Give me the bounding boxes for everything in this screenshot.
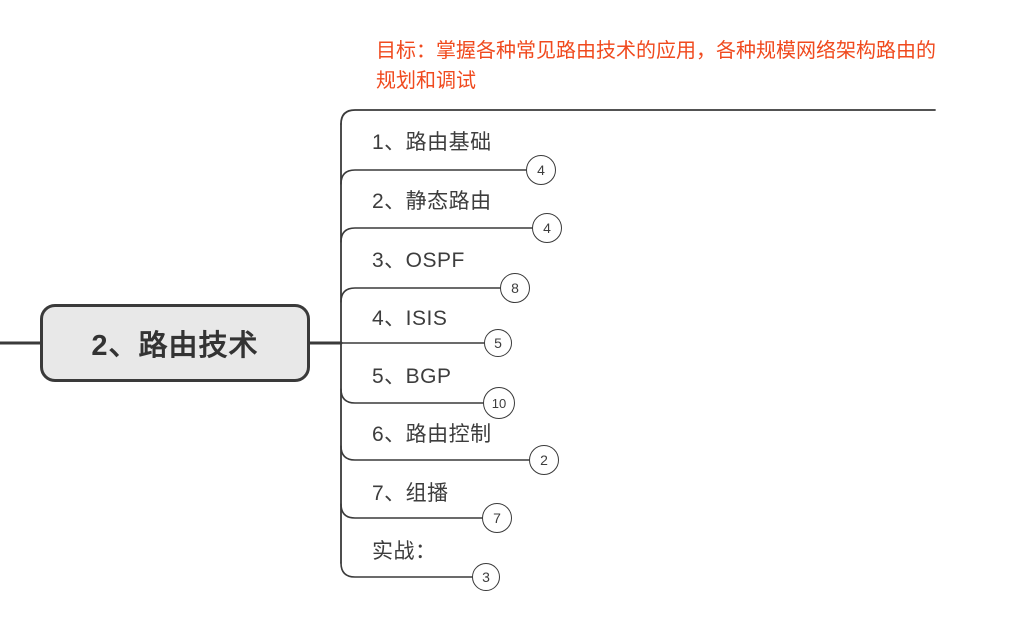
branch-label-2[interactable]: 2、静态路由 — [372, 190, 492, 213]
branch-count-badge-4[interactable]: 5 — [484, 329, 512, 357]
branch-label-4[interactable]: 4、ISIS — [372, 307, 448, 330]
branch-label-1[interactable]: 1、路由基础 — [372, 131, 492, 154]
root-node-label: 2、路由技术 — [91, 330, 259, 362]
branch-label-8[interactable]: 实战： — [372, 540, 437, 563]
branch-label-5[interactable]: 5、BGP — [372, 365, 452, 388]
branch-count-badge-7[interactable]: 7 — [482, 503, 512, 533]
branch-count-badge-8[interactable]: 3 — [472, 563, 500, 591]
branch-count-badge-1[interactable]: 4 — [526, 155, 556, 185]
branch-label-3[interactable]: 3、OSPF — [372, 249, 465, 272]
branch-count-badge-3[interactable]: 8 — [500, 273, 530, 303]
branch-label-7[interactable]: 7、组播 — [372, 482, 449, 505]
branch-count-badge-5[interactable]: 10 — [483, 387, 515, 419]
goal-text: 目标：掌握各种常见路由技术的应用，各种规模网络架构路由的规划和调试 — [376, 40, 936, 92]
connector — [340, 388, 484, 404]
branch-label-6[interactable]: 6、路由控制 — [372, 423, 492, 446]
connector — [340, 169, 528, 185]
connector — [340, 227, 534, 243]
branch-count-badge-6[interactable]: 2 — [529, 445, 559, 475]
connector — [340, 287, 502, 303]
connector — [340, 562, 473, 578]
root-node[interactable]: 2、路由技术 — [40, 304, 310, 382]
connector — [340, 109, 936, 125]
connector — [340, 445, 531, 461]
branch-count-badge-2[interactable]: 4 — [532, 213, 562, 243]
